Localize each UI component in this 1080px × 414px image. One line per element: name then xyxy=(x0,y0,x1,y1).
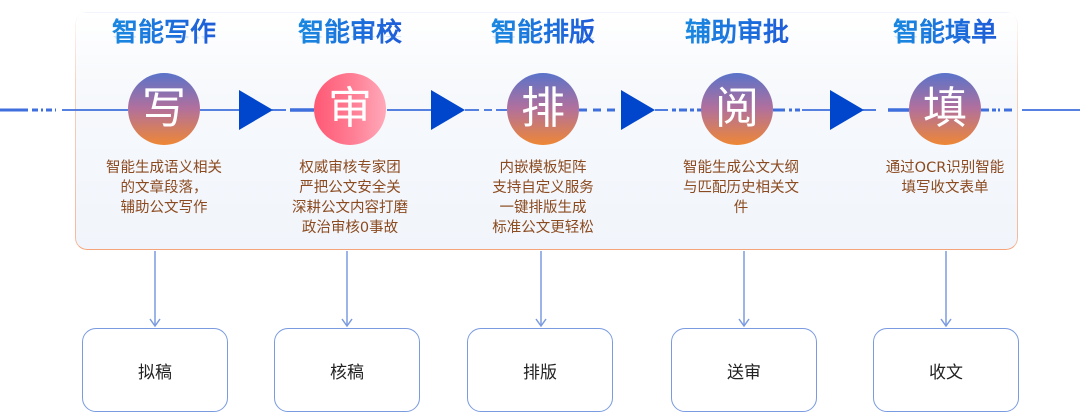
step-description-form-fill: 通过OCR识别智能 填写收文表单 xyxy=(865,158,1025,198)
stage-box-typeset[interactable]: 排版 xyxy=(467,328,613,412)
step-title-approval: 辅助审批 xyxy=(657,12,817,49)
arrow-down-icon xyxy=(940,318,952,328)
stage-box-check[interactable]: 核稿 xyxy=(274,328,420,412)
down-connectors xyxy=(149,251,952,328)
desc-line: 一键排版生成 xyxy=(499,200,587,216)
play-arrow-icon xyxy=(431,90,465,130)
stage-box-draft[interactable]: 拟稿 xyxy=(82,328,228,412)
desc-line: 支持自定义服务 xyxy=(492,180,594,196)
arrow-down-icon xyxy=(738,318,750,328)
node-fill-icon: 填 xyxy=(909,73,981,145)
step-description-review: 权威审核专家团 严把公文安全关 深耕公文内容打磨 政治审核0事故 xyxy=(270,158,430,238)
step-title-writing: 智能写作 xyxy=(84,12,244,49)
desc-line: 的文章段落， xyxy=(120,180,208,196)
play-arrow-icon xyxy=(239,90,273,130)
arrow-down-icon xyxy=(341,318,353,328)
desc-line: 件 xyxy=(733,200,749,216)
flow-arrows xyxy=(239,90,864,130)
desc-line: 通过OCR识别智能 xyxy=(885,160,1005,176)
desc-line: 深耕公文内容打磨 xyxy=(292,200,408,216)
desc-line: 智能生成语义相关 xyxy=(106,160,222,176)
desc-line: 智能生成公文大纲 xyxy=(683,160,799,176)
play-arrow-icon xyxy=(830,90,864,130)
desc-line: 内嵌模板矩阵 xyxy=(499,160,587,176)
desc-line: 辅助公文写作 xyxy=(120,200,208,216)
stage-box-receive[interactable]: 收文 xyxy=(873,328,1019,412)
node-review-icon: 审 xyxy=(314,73,386,145)
desc-line: 标准公文更轻松 xyxy=(492,220,594,236)
arrow-down-icon xyxy=(535,318,547,328)
step-description-typesetting: 内嵌模板矩阵 支持自定义服务 一键排版生成 标准公文更轻松 xyxy=(463,158,623,238)
step-title-form-fill: 智能填单 xyxy=(865,12,1025,49)
step-description-writing: 智能生成语义相关 的文章段落， 辅助公文写作 xyxy=(84,158,244,218)
arrow-down-icon xyxy=(149,318,161,328)
step-description-approval: 智能生成公文大纲 与匹配历史相关文 件 xyxy=(661,158,821,218)
play-arrow-icon xyxy=(621,90,655,130)
node-read-icon: 阅 xyxy=(701,73,773,145)
desc-line: 政治审核0事故 xyxy=(301,220,399,236)
node-typeset-icon: 排 xyxy=(507,73,579,145)
desc-line: 与匹配历史相关文 xyxy=(683,180,799,196)
step-title-typesetting: 智能排版 xyxy=(463,12,623,49)
desc-line: 填写收文表单 xyxy=(901,180,989,196)
step-title-review: 智能审校 xyxy=(270,12,430,49)
desc-line: 权威审核专家团 xyxy=(299,160,401,176)
node-write-icon: 写 xyxy=(128,73,200,145)
stage-box-submit[interactable]: 送审 xyxy=(671,328,817,412)
desc-line: 严把公文安全关 xyxy=(299,180,401,196)
